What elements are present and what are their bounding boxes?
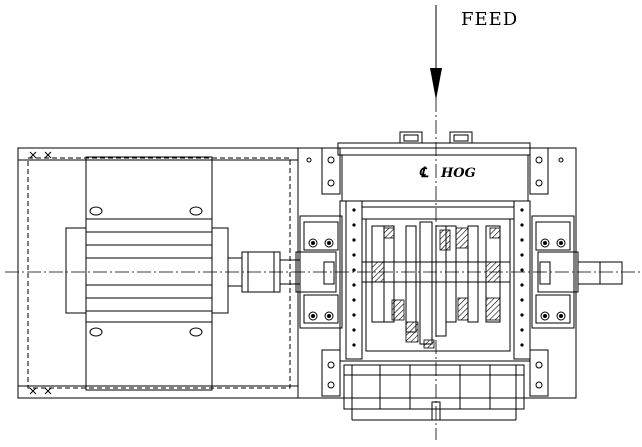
rotor-discs — [361, 221, 511, 345]
chamber-bolts — [352, 208, 524, 347]
rotor-chamber — [339, 200, 531, 362]
feed-arrow — [430, 5, 442, 100]
motor-end-cap — [65, 227, 87, 314]
motor-body — [85, 218, 213, 323]
hog-label: HOG — [441, 166, 476, 181]
motor-lower-foot — [85, 321, 213, 391]
left-bearing — [295, 215, 343, 329]
output-shaft — [577, 261, 623, 285]
hog-housing — [297, 131, 577, 399]
centerline-symbol: ℄ — [419, 165, 428, 181]
motor-front-flange — [211, 227, 229, 314]
feed-label: FEED — [461, 9, 519, 30]
electric-motor — [65, 156, 243, 391]
motor-upper-foot — [85, 156, 213, 220]
motor-base-frame — [17, 147, 299, 399]
discharge-grate — [343, 364, 525, 421]
frame-corner-marks — [29, 151, 52, 395]
rotor-hammers — [371, 227, 501, 349]
